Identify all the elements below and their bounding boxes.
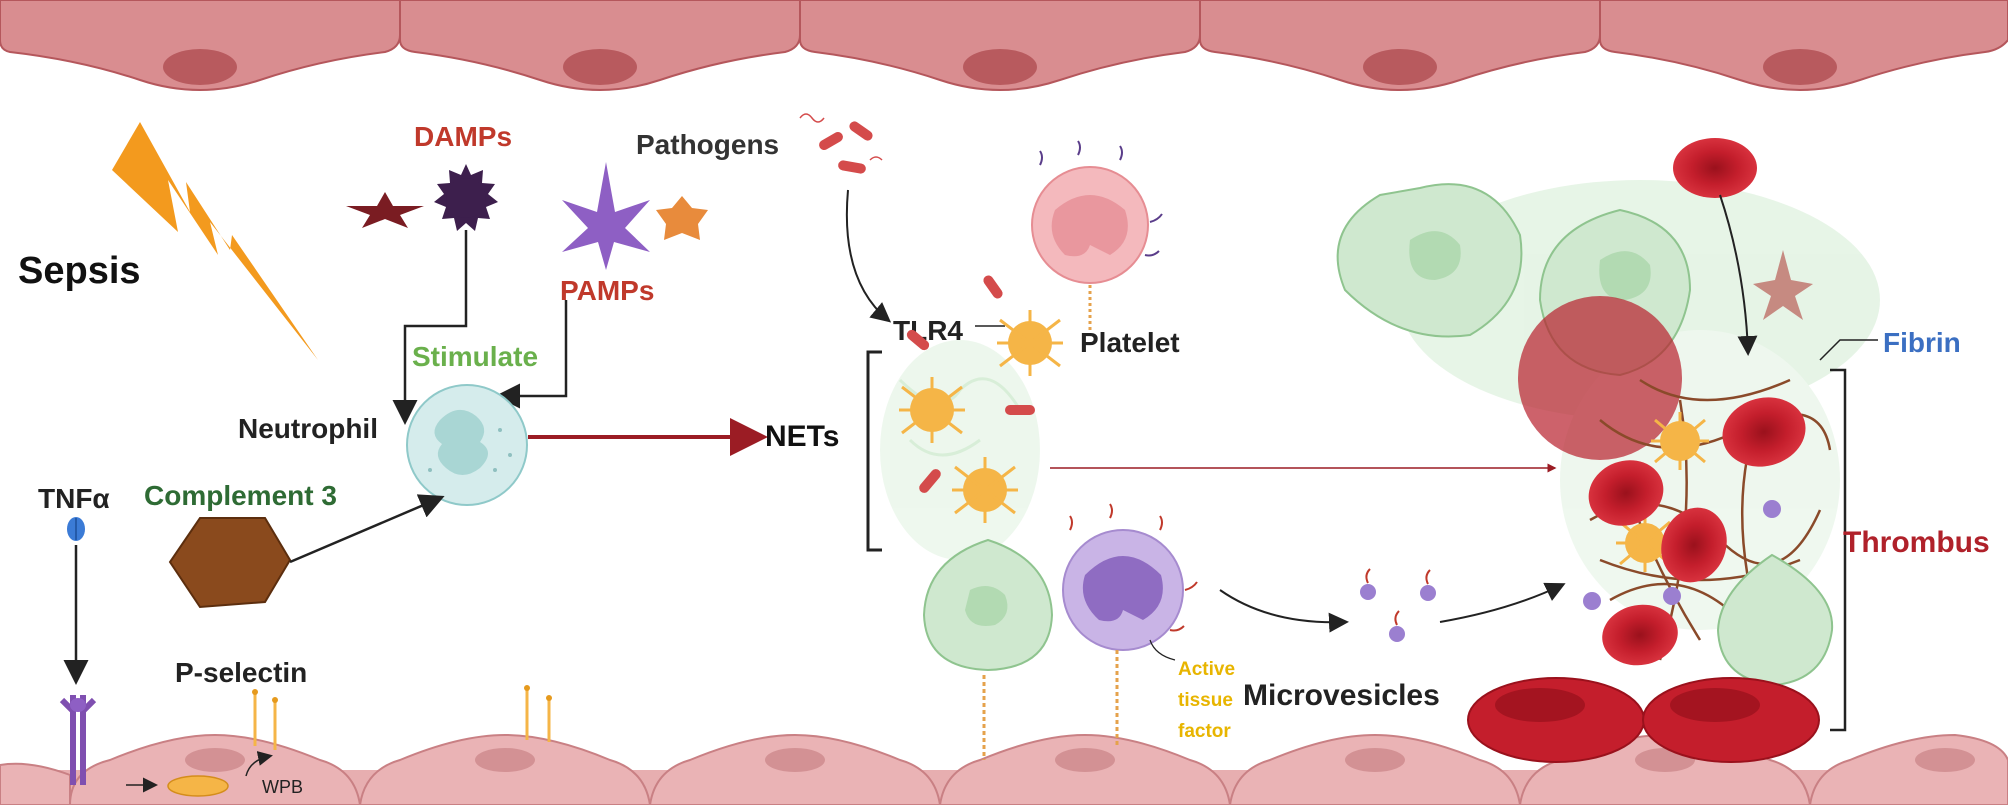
complement3-octagon-icon	[168, 517, 292, 609]
platelet-label: Platelet	[1080, 327, 1180, 358]
thrombus-red-blood-cells	[1588, 397, 1806, 666]
microvesicle-particles	[1360, 568, 1436, 642]
sepsis-lightning-bolt-icon	[112, 122, 318, 360]
thrombus-label: Thrombus	[1843, 526, 1990, 559]
green-net-cell-2	[1336, 183, 1523, 338]
nets-bacteria	[906, 275, 1035, 493]
pamps-pentagon-icon	[656, 196, 708, 240]
pathogen-bacteria-icons	[799, 113, 883, 174]
platelet-3	[952, 457, 1018, 523]
top-endothelium	[0, 0, 2008, 91]
sepsis-label: Sepsis	[18, 250, 141, 292]
pathogens-label: Pathogens	[636, 129, 779, 160]
damps-spiky-ball-icon	[434, 164, 498, 231]
complement3-to-neutrophil-arrow	[289, 494, 445, 564]
pink-immune-cell	[1031, 140, 1163, 330]
red-blood-cell-top	[1673, 138, 1757, 198]
thrombus-bracket	[1830, 368, 1847, 732]
pamps-label: PAMPs	[560, 275, 654, 306]
nets-label: NETs	[765, 420, 839, 453]
wpb-to-membrane-arrow	[245, 751, 273, 777]
monocyte-to-microvesicles-arrow	[1219, 589, 1349, 633]
complement3-label: Complement 3	[144, 480, 337, 511]
tnfa-molecule-icon	[67, 517, 85, 541]
neutrophil-label: Neutrophil	[238, 413, 378, 444]
thrombus-platelet-2	[1616, 514, 1674, 572]
thrombus-microvesicles	[1583, 500, 1781, 610]
endothelial-cell-bottom-0	[0, 762, 71, 805]
green-net-cell-1	[922, 538, 1054, 760]
pathogens-to-tlr4-arrow	[845, 189, 892, 323]
tnf-receptor-icon	[59, 695, 97, 785]
thrombus-platelet-1	[1651, 412, 1709, 470]
active-tissue-factor-line2: tissue	[1178, 690, 1233, 711]
platelet-1	[997, 310, 1063, 376]
endothelial-cell-bottom-4	[938, 733, 1232, 805]
endothelial-cell-bottom-7	[1808, 733, 2008, 805]
endothelial-cell-bottom-3	[648, 733, 942, 805]
endothelial-cell-top-3	[799, 0, 1201, 91]
endothelial-cell-top-4	[1199, 0, 1601, 91]
fibrin-pointer-line	[1819, 339, 1878, 361]
red-blood-cell-large-behind	[1518, 296, 1682, 460]
net-fibres	[880, 340, 1040, 560]
nets-arrowhead	[730, 418, 768, 456]
pselectin-label: P-selectin	[175, 657, 307, 688]
to-fibrin-arrow	[1719, 194, 1758, 356]
pamps-to-neutrophil-arrow	[495, 300, 568, 409]
endothelial-cell-bottom-1	[68, 733, 362, 805]
nets-bracket	[866, 350, 882, 552]
platelet-2	[899, 377, 965, 443]
tnfa-label: TNFα	[38, 483, 110, 514]
neutrophil-cell	[406, 384, 528, 506]
wpb-vesicle-icon	[167, 775, 229, 797]
star-platelet-icon	[1753, 250, 1813, 320]
damps-label: DAMPs	[414, 121, 512, 152]
stimulate-label: Stimulate	[412, 341, 538, 372]
active-tissue-factor-line3: factor	[1178, 721, 1231, 742]
endothelial-cell-top-1	[0, 0, 401, 91]
wpb-label: WPB	[262, 777, 303, 797]
endothelial-cell-bottom-2	[358, 733, 652, 805]
endothelial-cell-bottom-5	[1228, 733, 1522, 805]
damps-star-icon	[346, 192, 424, 228]
microvesicles-label: Microvesicles	[1243, 679, 1440, 712]
pamps-star-icon	[562, 162, 650, 270]
bottom-red-blood-cells	[1467, 677, 1820, 763]
fibrin-label: Fibrin	[1883, 327, 1961, 358]
purple-monocyte-cell	[1062, 503, 1198, 745]
active-tissue-factor-line1: Active	[1178, 659, 1235, 680]
damps-to-neutrophil-arrow	[392, 230, 468, 425]
endothelial-cell-top-2	[399, 0, 801, 91]
bottom-endothelium	[0, 733, 2008, 805]
endothelial-cell-top-5	[1599, 0, 2008, 91]
microvesicles-to-thrombus-arrow	[1439, 582, 1566, 623]
tlr4-label: TLR4	[893, 315, 963, 346]
pselectin-molecules	[252, 685, 552, 750]
